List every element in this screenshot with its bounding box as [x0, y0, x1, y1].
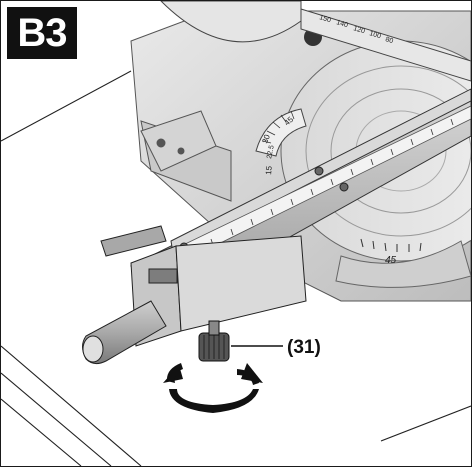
- lock-handle: [82, 300, 167, 365]
- top-label-100: 100: [368, 30, 381, 40]
- workbench-lines: [1, 70, 471, 466]
- top-label-140: 140: [335, 19, 348, 29]
- callout-label: (31): [287, 337, 321, 358]
- bevel-scale: [255, 108, 307, 157]
- bevel-label-15: 15: [264, 165, 274, 175]
- top-label-150: 150: [318, 14, 331, 24]
- figure-label: B3: [7, 7, 77, 59]
- front-lock-housing: [100, 225, 307, 347]
- bevel-label-30: 30: [260, 133, 272, 145]
- miter-label-45: 45: [385, 255, 397, 266]
- bevel-label-22-5: 22.5: [266, 145, 276, 160]
- top-scale: [300, 8, 471, 82]
- rotation-arrows: [163, 363, 263, 413]
- top-label-120: 120: [352, 25, 365, 35]
- top-label-80: 80: [384, 36, 394, 45]
- adjust-knob: [198, 320, 283, 362]
